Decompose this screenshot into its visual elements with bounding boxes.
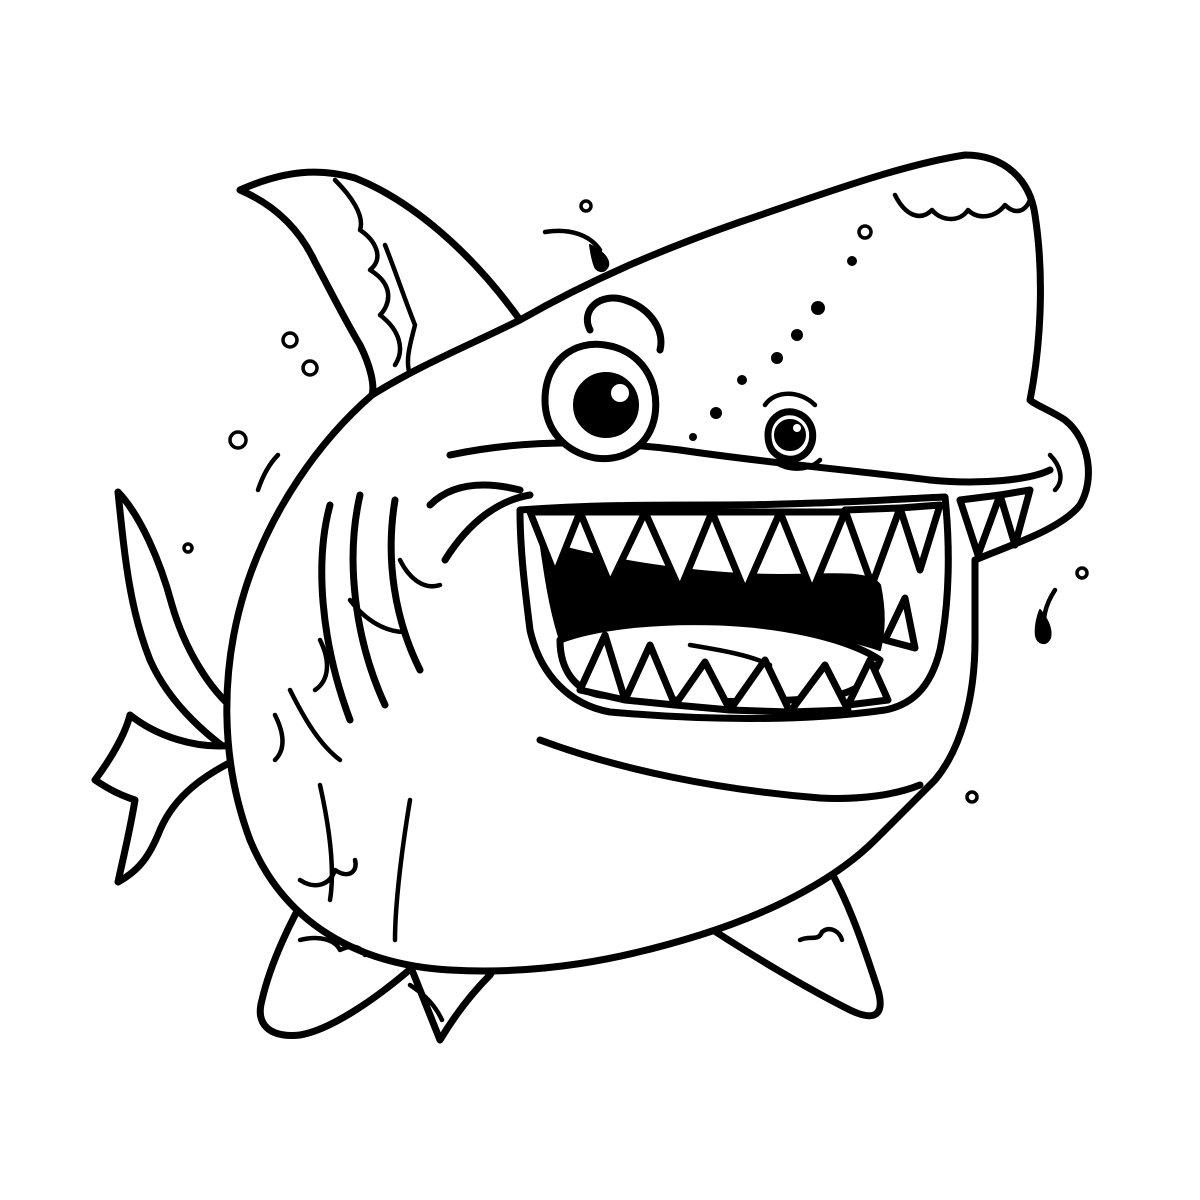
tail-fin bbox=[91, 488, 254, 886]
water-effects bbox=[182, 199, 1089, 804]
dorsal-fin bbox=[236, 168, 524, 399]
gill-lines bbox=[272, 491, 443, 943]
snout-details bbox=[892, 192, 1033, 222]
right-eye bbox=[762, 391, 823, 471]
belly-details bbox=[297, 857, 368, 958]
lower-teeth bbox=[576, 594, 919, 716]
upper-teeth bbox=[526, 486, 1034, 596]
head-spots bbox=[689, 224, 873, 441]
left-eye bbox=[541, 294, 665, 463]
